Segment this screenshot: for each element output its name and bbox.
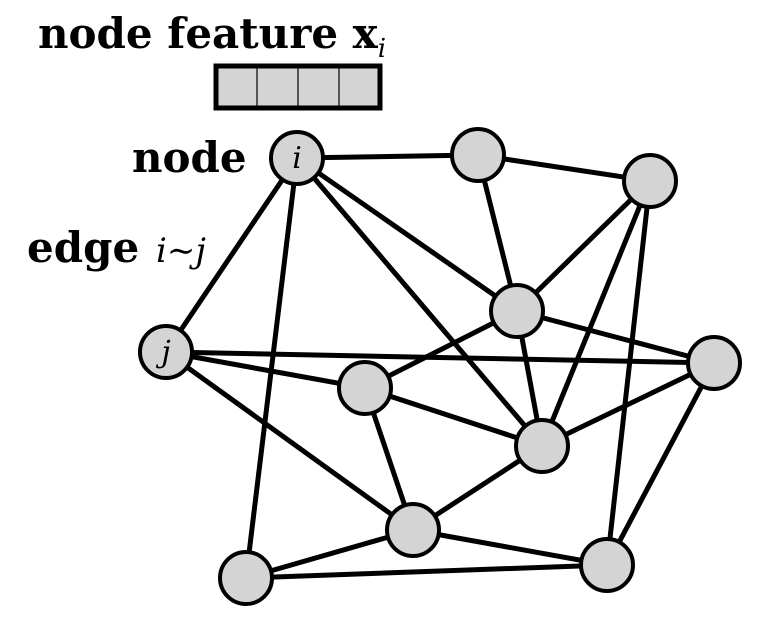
edge-n3-n7 bbox=[539, 178, 653, 449]
edge-i-j bbox=[163, 155, 300, 355]
edge-n2-n3 bbox=[475, 152, 653, 184]
title-prefix: node feature bbox=[38, 9, 353, 58]
title-vector-symbol: x bbox=[353, 9, 379, 58]
node-n10 bbox=[579, 537, 635, 593]
title-text: node feature xi bbox=[38, 9, 386, 64]
title-subscript: i bbox=[378, 34, 386, 64]
node-circle bbox=[686, 335, 742, 391]
edge-j-n5 bbox=[163, 349, 368, 391]
node-circle bbox=[579, 537, 635, 593]
feature-cell bbox=[215, 65, 258, 109]
node-circle bbox=[489, 283, 545, 339]
feature-cell bbox=[338, 65, 381, 109]
edges-layer bbox=[163, 152, 717, 581]
node-n5 bbox=[337, 360, 393, 416]
edge-j-n8 bbox=[163, 349, 416, 533]
edge-notation-label: i∼j bbox=[156, 231, 206, 271]
node-circle bbox=[218, 550, 274, 606]
node-n4 bbox=[489, 283, 545, 339]
node-circle bbox=[514, 418, 570, 474]
edge-n5-n7 bbox=[362, 385, 545, 449]
node-j: j bbox=[138, 324, 194, 380]
edge-n6-n7 bbox=[539, 360, 717, 449]
node-i: i bbox=[269, 130, 325, 186]
node-circle bbox=[385, 502, 441, 558]
edge-n9-n10 bbox=[243, 562, 610, 581]
edge-n8-n10 bbox=[410, 527, 610, 568]
node-circle bbox=[337, 360, 393, 416]
node-n8 bbox=[385, 502, 441, 558]
node-circle bbox=[138, 324, 194, 380]
edge-n3-n10 bbox=[604, 178, 653, 568]
feature-vector bbox=[213, 63, 383, 111]
edge-i-n7 bbox=[294, 155, 545, 449]
node-label-i: i bbox=[292, 141, 302, 176]
node-n7 bbox=[514, 418, 570, 474]
node-n2 bbox=[450, 127, 506, 183]
edge-n4-n6 bbox=[514, 308, 717, 366]
edge-label: edge bbox=[27, 223, 139, 272]
edge-i-n9 bbox=[243, 155, 300, 581]
node-circle bbox=[450, 127, 506, 183]
edge-i-n2 bbox=[294, 152, 481, 161]
edge-j-n6 bbox=[163, 349, 717, 366]
node-circle bbox=[269, 130, 325, 186]
edge-i-n4 bbox=[294, 155, 520, 314]
feature-cell bbox=[297, 65, 340, 109]
feature-cell bbox=[256, 65, 299, 109]
edge-n6-n10 bbox=[604, 360, 717, 568]
node-circle bbox=[622, 153, 678, 209]
nodes-layer: ij bbox=[138, 127, 742, 606]
feature-vector-frame bbox=[213, 63, 383, 111]
node-n6 bbox=[686, 335, 742, 391]
node-label: node bbox=[132, 133, 247, 182]
node-n9 bbox=[218, 550, 274, 606]
node-n3 bbox=[622, 153, 678, 209]
edge-n4-n5 bbox=[362, 308, 520, 391]
edge-n3-n4 bbox=[514, 178, 653, 314]
edge-n8-n9 bbox=[243, 527, 416, 581]
